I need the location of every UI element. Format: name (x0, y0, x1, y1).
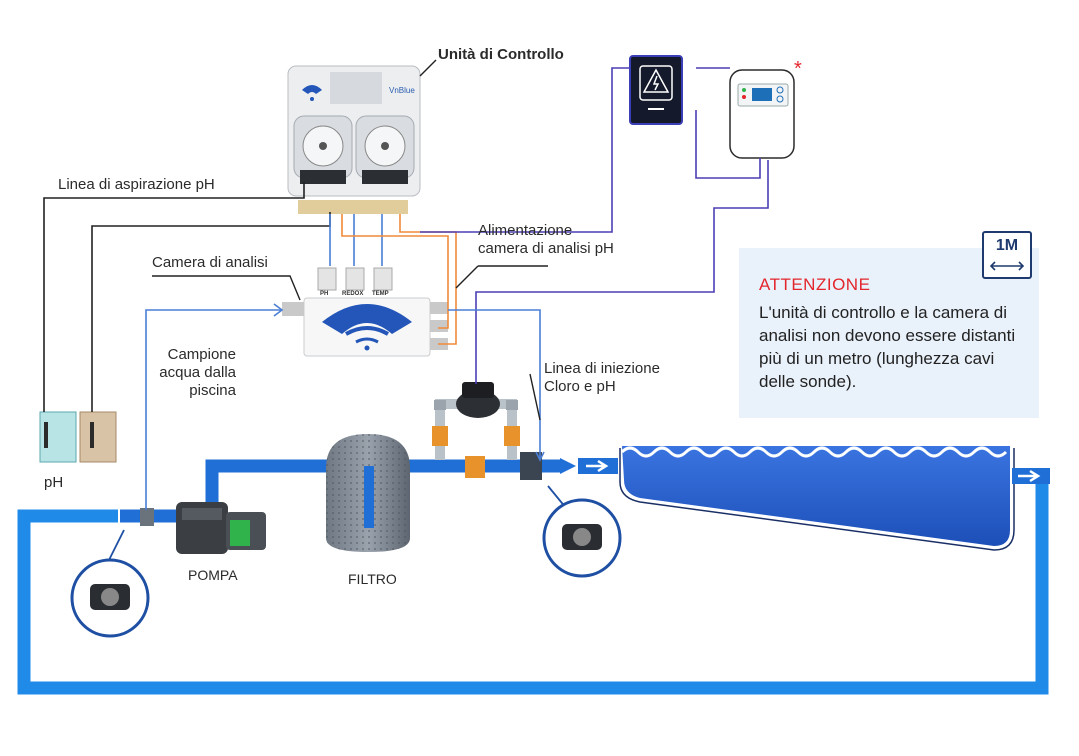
probe-label-redox: REDOX (342, 291, 364, 297)
analysis-chamber-label: Camera di analisi (152, 254, 268, 271)
chamber-power-line-1: Alimentazione (478, 222, 573, 239)
cables (43, 67, 769, 510)
pump-label: POMPA (188, 567, 238, 583)
probe-label-temp: TEMP (372, 291, 389, 297)
warning-title: ATTENZIONE (759, 275, 871, 294)
pool-inlet-arrow (578, 458, 618, 474)
filter-label: FILTRO (348, 571, 397, 587)
one-meter-label: 1M (995, 237, 1019, 254)
double-arrow-icon (989, 261, 1025, 271)
asterisk-mark: * (794, 58, 802, 80)
electrical-panel (629, 55, 683, 125)
bypass-valve (456, 382, 500, 418)
sample-line-3: piscina (189, 382, 236, 399)
pump (140, 502, 266, 554)
sample-line-1: Campione (167, 346, 236, 363)
warning-text: L'unità di controllo e la camera di anal… (759, 303, 1016, 391)
control-unit-label: Unità di Controllo (438, 46, 564, 63)
injection-line-2: Cloro e pH (544, 378, 616, 395)
ph-canisters (39, 411, 117, 463)
clamp-fitting-right (542, 485, 622, 578)
control-unit (287, 65, 421, 214)
ph-suction-line-label: Linea di aspirazione pH (58, 176, 215, 193)
brand-label: VnBlue (389, 86, 415, 95)
timer-controller (729, 69, 795, 159)
clamp-fitting-left (70, 529, 150, 638)
pool-outlet-arrow (1012, 468, 1050, 484)
injection-line-1: Linea di iniezione (544, 360, 660, 377)
chamber-power-label: Alimentazione camera di analisi pH (478, 222, 614, 258)
one-meter-badge: 1M (982, 231, 1032, 279)
sample-line-2: acqua dalla (159, 364, 236, 381)
sample-water-label: Campione acqua dalla piscina (150, 346, 236, 400)
chamber-power-line-2: camera di analisi pH (478, 240, 614, 257)
analysis-chamber (282, 267, 448, 357)
warning-note: ATTENZIONE L'unità di controllo e la cam… (739, 248, 1039, 418)
ph-label: pH (44, 474, 64, 491)
injection-line-label: Linea di iniezione Cloro e pH (544, 360, 660, 396)
probe-label-ph: PH (320, 291, 329, 297)
leader-lines (152, 59, 548, 421)
filter (326, 434, 410, 552)
pool-basin (619, 446, 1015, 551)
